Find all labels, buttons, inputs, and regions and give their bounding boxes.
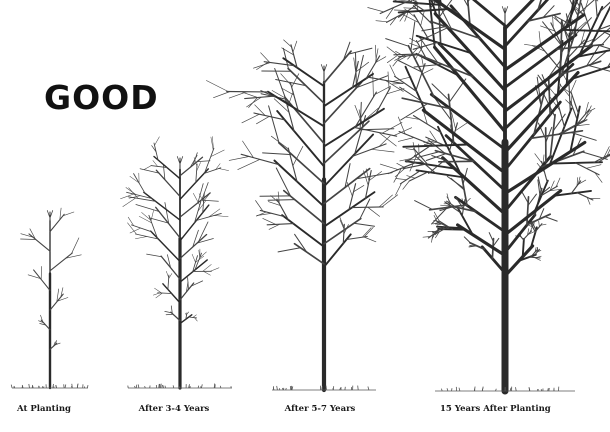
good-heading: GOOD xyxy=(44,78,159,117)
tree-3-4-years xyxy=(121,137,233,389)
stage-label-3-4-years: After 3-4 Years xyxy=(124,405,224,414)
tree-5-7-years xyxy=(206,40,411,390)
stage-label-5-7-years: After 5-7 Years xyxy=(270,405,370,414)
tree-at-planting xyxy=(11,208,88,388)
stage-label-at-planting: At Planting xyxy=(4,405,84,414)
stage-label-15-years: 15 Years After Planting xyxy=(440,405,520,414)
tree-15-years xyxy=(368,0,610,391)
